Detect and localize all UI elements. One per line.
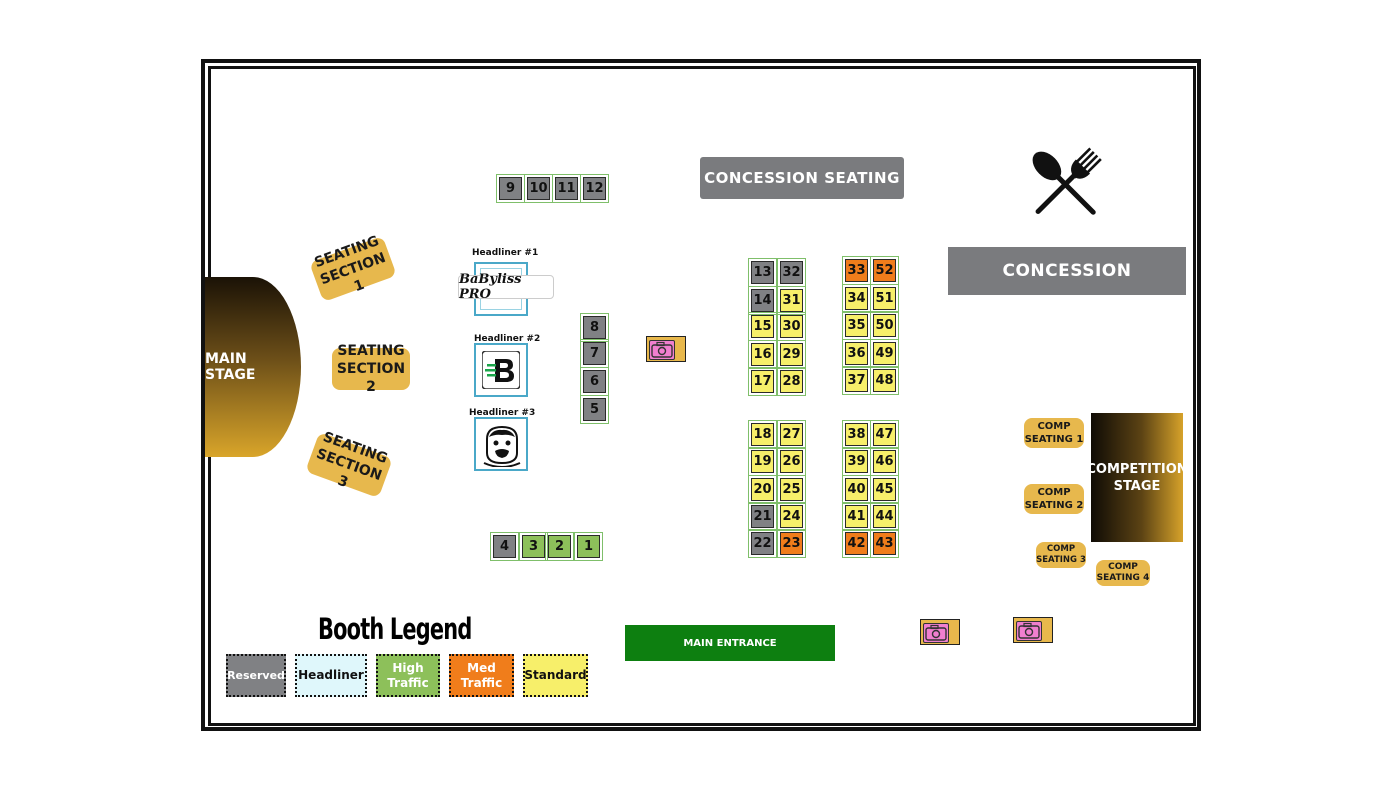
booth-6[interactable]: 6 [580,367,609,396]
booth-17[interactable]: 17 [748,367,777,396]
booth-48[interactable]: 48 [870,366,899,395]
booth-36[interactable]: 36 [842,339,871,368]
booth-39[interactable]: 39 [842,447,871,476]
booth-3[interactable]: 3 [519,532,548,561]
booth-7[interactable]: 7 [580,339,609,368]
booth-45[interactable]: 45 [870,475,899,504]
seating-section-2: SEATING SECTION 2 [332,343,410,395]
booth-11[interactable]: 11 [552,174,581,203]
booth-41[interactable]: 41 [842,502,871,531]
headliner-3-booth[interactable] [474,417,528,471]
booth-50[interactable]: 50 [870,311,899,340]
booth-26[interactable]: 26 [777,447,806,476]
booth-42[interactable]: 42 [842,529,871,558]
booth-38[interactable]: 38 [842,420,871,449]
comp-seating-1: COMP SEATING 1 [1024,418,1084,448]
concession-banner: CONCESSION [948,247,1186,295]
legend-reserved: Reserved [226,654,286,697]
booth-14[interactable]: 14 [748,286,777,315]
legend-high-traffic: High Traffic [376,654,440,697]
camera-icon [646,336,686,362]
booth-8[interactable]: 8 [580,313,609,342]
booth-18[interactable]: 18 [748,420,777,449]
booth-12[interactable]: 12 [580,174,609,203]
booth-23[interactable]: 23 [777,529,806,558]
booth-24[interactable]: 24 [777,502,806,531]
booth-22[interactable]: 22 [748,529,777,558]
competition-stage: COMPETITION STAGE [1086,413,1188,542]
booth-32[interactable]: 32 [777,258,806,287]
booth-35[interactable]: 35 [842,311,871,340]
booth-29[interactable]: 29 [777,340,806,369]
fork-spoon-icon [1032,147,1102,215]
booth-47[interactable]: 47 [870,420,899,449]
booth-20[interactable]: 20 [748,475,777,504]
booth-9[interactable]: 9 [496,174,525,203]
booth-52[interactable]: 52 [870,256,899,285]
booth-33[interactable]: 33 [842,256,871,285]
booth-4[interactable]: 4 [490,532,519,561]
legend-headliner: Headliner [295,654,367,697]
booth-15[interactable]: 15 [748,312,777,341]
headliner-1-label: Headliner #1 [472,248,539,258]
booth-28[interactable]: 28 [777,367,806,396]
booth-1[interactable]: 1 [574,532,603,561]
legend-med-traffic: Med Traffic [449,654,514,697]
b-logo-icon [482,351,520,389]
headliner-2-booth[interactable] [474,343,528,397]
booth-10[interactable]: 10 [524,174,553,203]
floor-frame-outer [201,59,1201,731]
booth-27[interactable]: 27 [777,420,806,449]
camera-icon [1013,617,1053,643]
babyliss-pro-logo: BaByliss PRO [458,272,554,302]
headliner-3-label: Headliner #3 [469,408,536,418]
booth-30[interactable]: 30 [777,312,806,341]
booth-37[interactable]: 37 [842,366,871,395]
camera-icon [920,619,960,645]
booth-19[interactable]: 19 [748,447,777,476]
headliner-2-label: Headliner #2 [474,334,541,344]
booth-25[interactable]: 25 [777,475,806,504]
main-stage: MAIN STAGE [205,277,301,457]
legend-standard: Standard [523,654,588,697]
booth-16[interactable]: 16 [748,340,777,369]
booth-13[interactable]: 13 [748,258,777,287]
booth-21[interactable]: 21 [748,502,777,531]
booth-46[interactable]: 46 [870,447,899,476]
booth-5[interactable]: 5 [580,395,609,424]
comp-seating-4: COMP SEATING 4 [1096,560,1150,586]
main-entrance[interactable]: MAIN ENTRANCE [625,625,835,661]
concession-seating-banner: CONCESSION SEATING [700,157,904,199]
booth-49[interactable]: 49 [870,339,899,368]
comp-seating-3: COMP SEATING 3 [1036,542,1086,568]
comp-seating-2: COMP SEATING 2 [1024,484,1084,514]
booth-43[interactable]: 43 [870,529,899,558]
legend-title: Booth Legend [318,612,472,646]
booth-31[interactable]: 31 [777,286,806,315]
booth-40[interactable]: 40 [842,475,871,504]
booth-44[interactable]: 44 [870,502,899,531]
booth-34[interactable]: 34 [842,284,871,313]
booth-2[interactable]: 2 [545,532,574,561]
booth-51[interactable]: 51 [870,284,899,313]
gorilla-logo-icon [483,425,521,467]
